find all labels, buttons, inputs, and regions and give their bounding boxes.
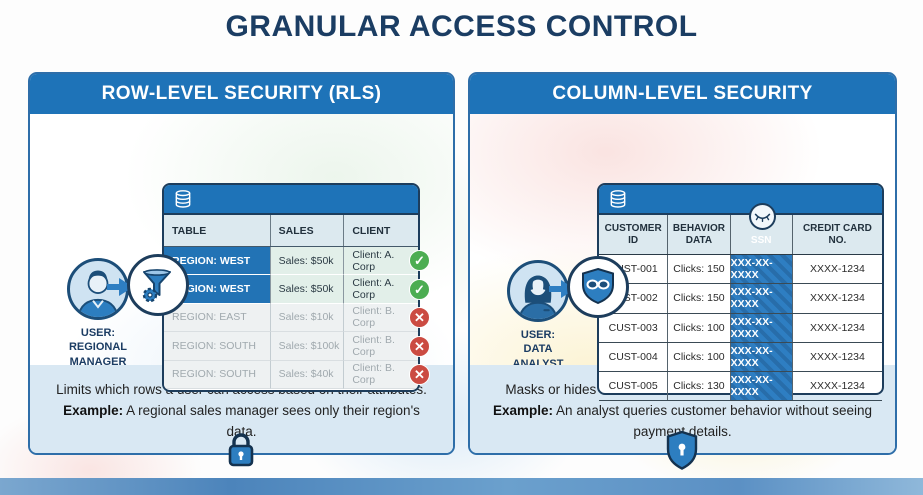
table-row: CUST-003 Clicks: 100 XXX-XX-XXXX XXXX-12…: [599, 313, 882, 343]
cls-diagram-area: USER: DATA ANALYST: [470, 114, 895, 402]
table-row: REGION: WEST Sales: $50k Client: A. Corp: [164, 275, 418, 304]
column-header: TABLE: [164, 215, 271, 246]
behavior-cell: Clicks: 100: [668, 342, 731, 372]
user-label-line: DATA: [523, 343, 553, 356]
ssn-masked-cell: XXX-XX-XXXX: [730, 342, 793, 372]
sales-cell: Sales: $50k: [270, 247, 345, 276]
panel-title-cls: COLUMN-LEVEL SECURITY: [470, 74, 895, 114]
shield-lock-icon: [664, 430, 700, 479]
client-cell: Client: B. Corp: [344, 332, 418, 361]
mask-shield-icon: [567, 256, 629, 318]
customer-id-cell: CUST-004: [599, 342, 669, 372]
card-cell: XXXX-1234: [809, 321, 865, 334]
column-header: CUSTOMER ID: [599, 215, 669, 254]
client-cell: Client: B. Corp: [344, 303, 418, 333]
panel-title-rls: ROW-LEVEL SECURITY (RLS): [30, 74, 453, 114]
table-header-row: CUSTOMER ID BEHAVIOR DATA SSN CREDIT CAR…: [599, 215, 882, 255]
ssn-masked-cell: XXX-XX-XXXX: [730, 255, 793, 284]
example-text: An analyst queries customer behavior wit…: [556, 402, 872, 439]
database-icon: [175, 190, 191, 208]
card-cell: XXXX-1234: [809, 351, 865, 364]
table-header-row: TABLE SALES CLIENT: [164, 215, 418, 247]
table-row: CUST-004 Clicks: 100 XXX-XX-XXXX XXXX-12…: [599, 342, 882, 373]
eye-closed-icon: [748, 203, 776, 230]
table-row: CUST-002 Clicks: 150 XXX-XX-XXXX XXXX-12…: [599, 284, 882, 314]
card-cell: XXXX-1234: [809, 380, 865, 393]
sales-cell: Sales: $50k: [270, 275, 345, 304]
behavior-cell: Clicks: 150: [668, 284, 731, 313]
sales-cell: Sales: $100k: [270, 332, 345, 361]
cls-table: CUSTOMER ID BEHAVIOR DATA SSN CREDIT CAR…: [597, 183, 884, 402]
bottom-decorative-bar: [0, 478, 923, 495]
behavior-cell: Clicks: 130: [668, 372, 731, 401]
user-label-line: USER:: [520, 329, 556, 341]
table-row: CUST-005 Clicks: 130 XXX-XX-XXXX XXXX-12…: [599, 372, 882, 402]
table-title-strip: [164, 185, 418, 215]
region-cell: REGION: SOUTH: [164, 360, 271, 389]
database-icon: [610, 190, 626, 208]
ssn-masked-cell: XXX-XX-XXXX: [730, 313, 793, 342]
ssn-masked-cell: XXX-XX-XXXX: [730, 372, 793, 401]
card-cell: XXXX-1234: [809, 263, 865, 276]
rls-diagram-area: USER: REGIONAL MANAGER (WEST): [30, 114, 453, 392]
client-cell: Client: A. Corp: [344, 275, 418, 304]
table-row: REGION: WEST Sales: $50k Client: A. Corp: [164, 247, 418, 276]
example-label: Example:: [493, 402, 554, 418]
page-title: GRANULAR ACCESS CONTROL: [225, 10, 698, 43]
customer-id-cell: CUST-003: [599, 313, 669, 342]
behavior-cell: Clicks: 100: [668, 313, 731, 342]
table-row: REGION: SOUTH Sales: $40k Client: B. Cor…: [164, 360, 418, 389]
example-text: A regional sales manager sees only their…: [123, 402, 420, 439]
table-row: CUST-001 Clicks: 150 XXX-XX-XXXX XXXX-12…: [599, 255, 882, 285]
user-label-line: USER:: [80, 327, 116, 339]
sales-cell: Sales: $40k: [270, 360, 345, 389]
client-cell: Client: B. Corp: [344, 360, 418, 389]
card-cell: XXXX-1234: [809, 292, 865, 305]
column-header: SALES: [270, 215, 345, 246]
column-level-security-panel: COLUMN-LEVEL SECURITY USER: DATA ANALYST: [468, 72, 897, 455]
row-level-security-panel: ROW-LEVEL SECURITY (RLS) USER: REGIONAL …: [28, 72, 455, 455]
table-row: REGION: SOUTH Sales: $100k Client: B. Co…: [164, 332, 418, 361]
table-title-strip: [599, 185, 882, 215]
example-label: Example:: [63, 402, 124, 418]
user-label-line: REGIONAL: [68, 341, 128, 354]
arrow-right-icon: [107, 278, 133, 301]
client-cell: Client: A. Corp: [344, 247, 418, 276]
region-cell: REGION: SOUTH: [164, 332, 271, 361]
rls-table: TABLE SALES CLIENT REGION: WEST Sales: $…: [162, 183, 420, 392]
customer-id-cell: CUST-005: [599, 372, 669, 401]
behavior-cell: Clicks: 150: [668, 255, 731, 284]
ssn-masked-cell: XXX-XX-XXXX: [730, 284, 793, 313]
sales-cell: Sales: $10k: [270, 303, 345, 333]
region-cell: REGION: EAST: [164, 303, 271, 333]
column-header: BEHAVIOR DATA: [668, 215, 731, 254]
lock-icon: [222, 430, 260, 477]
column-header: CREDIT CARD NO.: [792, 215, 882, 254]
table-row: REGION: EAST Sales: $10k Client: B. Corp: [164, 303, 418, 333]
user-label-line: MANAGER: [69, 355, 127, 368]
column-header: CLIENT: [344, 215, 418, 246]
row-filter-icon: [127, 254, 189, 316]
